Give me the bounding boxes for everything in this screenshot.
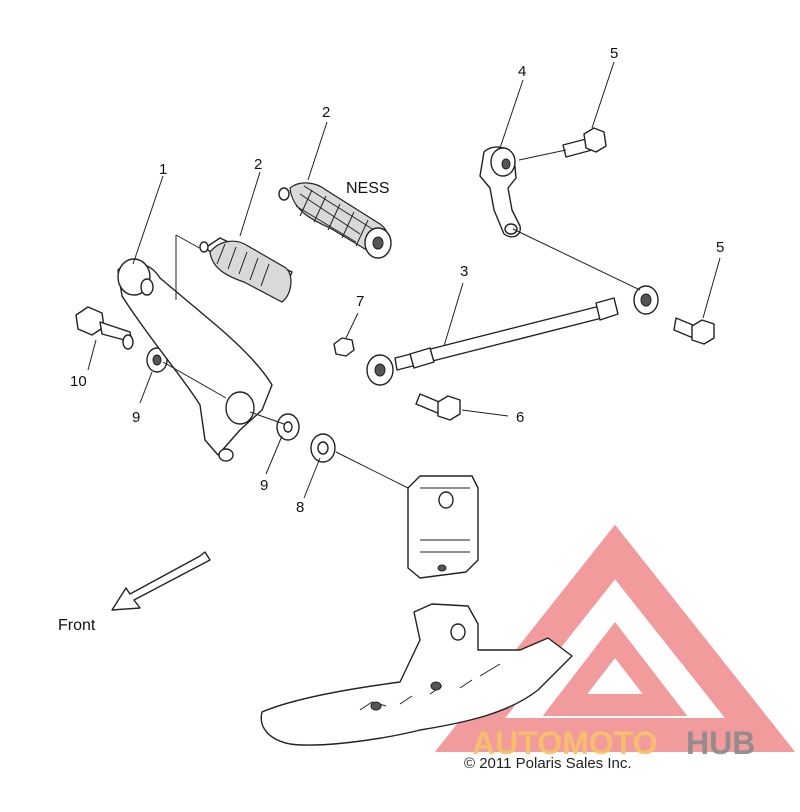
callout-2-rubber: 2 (254, 156, 262, 173)
front-arrow (111, 551, 211, 611)
callout-10: 10 (70, 373, 87, 390)
callout-7: 7 (356, 293, 364, 310)
watermark-text-auto: AUTOMOTO (472, 725, 657, 761)
footpeg-rubber-2 (199, 237, 293, 303)
watermark-text-hub: HUB (686, 725, 755, 761)
shift-rod-3 (366, 285, 659, 386)
ness-label: NESS (346, 180, 390, 197)
callout-9-right: 9 (260, 477, 268, 494)
callout-5-right: 5 (716, 239, 724, 256)
shift-arm-4 (479, 146, 521, 238)
callout-1: 1 (159, 161, 167, 178)
front-label: Front (58, 617, 96, 634)
footpeg-ness-2 (278, 182, 392, 259)
bolt-5-upper (562, 127, 607, 158)
bolt-6 (415, 393, 461, 421)
callout-5-upper: 5 (610, 45, 618, 62)
shoulder-bolt-10 (75, 306, 134, 350)
footrest-base (260, 603, 573, 746)
bolt-5-right (673, 317, 715, 345)
washer-8 (310, 433, 336, 463)
mounting-bracket (407, 475, 479, 579)
nut-7 (333, 337, 355, 357)
callout-3: 3 (460, 263, 468, 280)
watermark-logo (434, 524, 796, 752)
callout-6: 6 (516, 409, 524, 426)
leader-lines (87, 61, 721, 499)
callout-numbers: 1 2 2 3 4 5 5 6 7 8 9 9 10 (70, 45, 724, 516)
callout-8: 8 (296, 499, 304, 516)
watermark-text: AUTOMOTO HUB (472, 725, 755, 761)
copyright-text: © 2011 Polaris Sales Inc. (464, 755, 632, 772)
washer-9-right (276, 413, 300, 441)
callout-9-left: 9 (132, 409, 140, 426)
shift-lever-1 (117, 234, 273, 462)
callout-4: 4 (518, 63, 526, 80)
callout-2-ness: 2 (322, 104, 330, 121)
